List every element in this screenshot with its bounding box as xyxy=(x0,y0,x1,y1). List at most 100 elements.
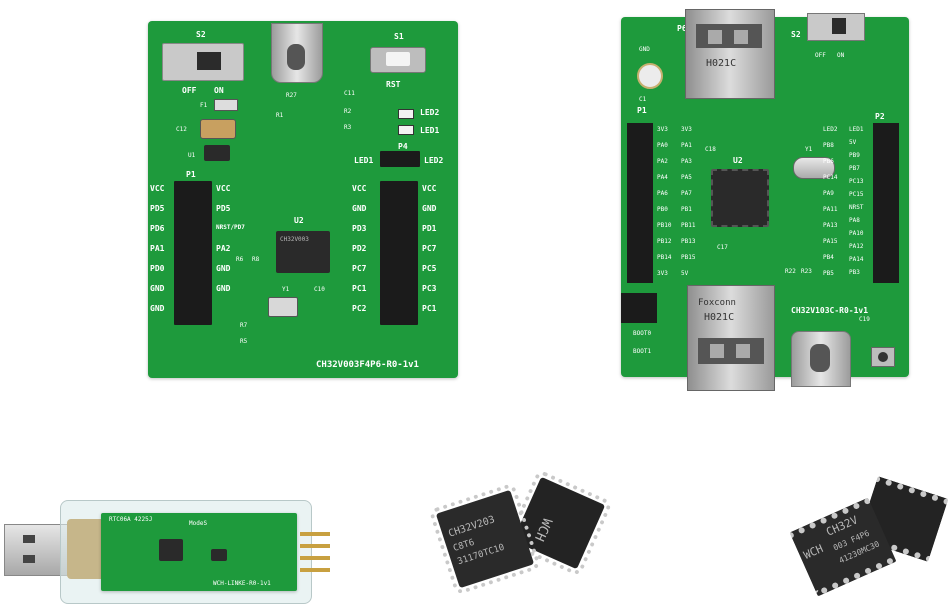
regulator-u1 xyxy=(204,145,230,161)
usb-a-bottom-connector[interactable]: Foxconn H021C xyxy=(687,285,775,391)
pin-label: 3V3 xyxy=(657,126,668,133)
led1-label: LED1 xyxy=(420,126,440,135)
pin-label: PA15 xyxy=(823,238,838,245)
pin-label: GND xyxy=(352,204,367,213)
wch-linke-programmer: RTC06A 4225J ModeS WCH-LINKE-R0-1v1 xyxy=(60,500,312,604)
qfp-chip-front: CH32V203 C8T6 31170TC10 xyxy=(428,482,542,596)
pin-label: PA7 xyxy=(681,190,692,197)
pin-label: PA3 xyxy=(681,158,692,165)
pin-label: PB4 xyxy=(823,254,834,261)
pin-header-right[interactable] xyxy=(380,181,418,325)
pin-label: NRST xyxy=(849,204,864,211)
switch-on-label: ON xyxy=(837,52,845,59)
led1 xyxy=(398,125,414,135)
pin-label: LED1 xyxy=(849,126,864,133)
pin-label: PA8 xyxy=(849,217,860,224)
c19-label: C19 xyxy=(859,316,870,323)
pin-label: PA2 xyxy=(657,158,668,165)
pin-label: 5V xyxy=(849,139,857,146)
pin-label: PB5 xyxy=(823,270,834,277)
board-name: CH32V003F4P6-R0-1v1 xyxy=(316,360,419,370)
programmer-name: WCH-LINKE-R0-1v1 xyxy=(213,580,271,587)
pin-label: PD0 xyxy=(150,264,165,273)
power-slide-switch[interactable] xyxy=(807,13,865,41)
pin-label: GND xyxy=(216,284,231,293)
pin-label: PB9 xyxy=(849,152,860,159)
pin-label: PC2 xyxy=(352,304,367,313)
jumper-p4[interactable] xyxy=(380,151,420,167)
pin-label: PA11 xyxy=(823,206,838,213)
pin-label: PB15 xyxy=(681,254,696,261)
right-labels-b: LED2 PB8 PB6 PC14 PA9 PA11 PA13 PA15 PB4… xyxy=(823,127,837,287)
pin-label: PA12 xyxy=(849,243,864,250)
capacitor-c12 xyxy=(200,119,236,139)
p6-label: P6 xyxy=(677,24,687,33)
pin-label: PA5 xyxy=(681,174,692,181)
pin-label: PB7 xyxy=(849,165,860,172)
pin-label: PA0 xyxy=(657,142,668,149)
pin-label: PC5 xyxy=(422,264,437,273)
pin-label: VCC xyxy=(422,184,437,193)
y1-label: Y1 xyxy=(282,286,290,293)
chip-logo: WCH xyxy=(801,541,826,562)
p1-label: P1 xyxy=(186,170,196,179)
pin-label: PA9 xyxy=(823,190,834,197)
r3-label: R3 xyxy=(344,124,352,131)
usb-c-connector[interactable] xyxy=(791,331,851,387)
power-slide-switch[interactable] xyxy=(162,43,244,81)
fuse xyxy=(214,99,238,111)
reset-button[interactable] xyxy=(370,47,426,73)
pin-label: LED2 xyxy=(823,126,838,133)
u1-label: U1 xyxy=(188,152,196,159)
pin-label: PB3 xyxy=(849,269,860,276)
boot1-label: BOOT1 xyxy=(633,348,652,355)
pin-label: PD5 xyxy=(216,204,231,213)
pin-label: PC15 xyxy=(849,191,864,198)
led1b-label: LED1 xyxy=(354,156,374,165)
pin-header-left[interactable] xyxy=(627,123,653,283)
mid-left-pin-labels: VCC PD5 NRST/PD7 PA2 GND GND xyxy=(216,185,246,305)
c1-label: C1 xyxy=(639,96,647,103)
left-pin-labels: VCC PD5 PD6 PA1 PD0 GND GND xyxy=(150,185,174,325)
r6-label: R6 xyxy=(236,256,244,263)
r27-label: R27 xyxy=(286,92,297,99)
ch32v003-mcu-chip: CH32V003 xyxy=(276,231,330,273)
c18-label: C18 xyxy=(705,146,716,153)
f1-label: F1 xyxy=(200,102,208,109)
switch-off-label: OFF xyxy=(182,86,197,95)
mid-right-pin-labels: VCC GND PD3 PD2 PC7 PC1 PC2 xyxy=(352,185,376,325)
pin-label: GND xyxy=(150,304,165,313)
pin-label: PC1 xyxy=(352,284,367,293)
pin-label: PB10 xyxy=(657,222,672,229)
pin-label: PA6 xyxy=(657,190,668,197)
switch-on-label: ON xyxy=(214,86,224,95)
boot-jumpers[interactable] xyxy=(621,293,657,323)
pin-label: PD3 xyxy=(352,224,367,233)
pin-label: PA14 xyxy=(849,256,864,263)
boot0-label: BOOT0 xyxy=(633,330,652,337)
usb-c-connector[interactable] xyxy=(271,23,323,83)
pin-label: PA1 xyxy=(150,244,165,253)
c10-label: C10 xyxy=(314,286,325,293)
ch32v103-dev-board: P6 H021C GND S2 OFF ON P1 P2 3V3 PA0 PA2… xyxy=(621,9,909,391)
pin-label: PC1 xyxy=(422,304,437,313)
switch-label: S2 xyxy=(196,30,206,39)
left-labels-b: 3V3 PA1 PA3 PA5 PA7 PB1 PB11 PB13 PB15 5… xyxy=(681,127,695,287)
pin-label: PB8 xyxy=(823,142,834,149)
pin-label: PC14 xyxy=(823,174,838,181)
usb-top-marking: H021C xyxy=(706,58,737,69)
programmer-chip xyxy=(159,539,183,561)
pin-label: PD1 xyxy=(422,224,437,233)
usb-a-top-connector[interactable]: H021C xyxy=(685,9,775,99)
p2-label: P2 xyxy=(875,112,885,121)
led2 xyxy=(398,109,414,119)
programmer-top-text: RTC06A 4225J xyxy=(109,516,153,523)
pin-header-right[interactable] xyxy=(873,123,899,283)
r23-label: R23 xyxy=(801,268,812,275)
usb-bottom-marking: H021C xyxy=(704,312,735,323)
pin-header-left[interactable] xyxy=(174,181,212,325)
switch-label: S2 xyxy=(791,30,801,39)
r2-label: R2 xyxy=(344,108,352,115)
reset-button[interactable] xyxy=(871,347,895,367)
programmer-header-pins[interactable] xyxy=(300,530,332,578)
